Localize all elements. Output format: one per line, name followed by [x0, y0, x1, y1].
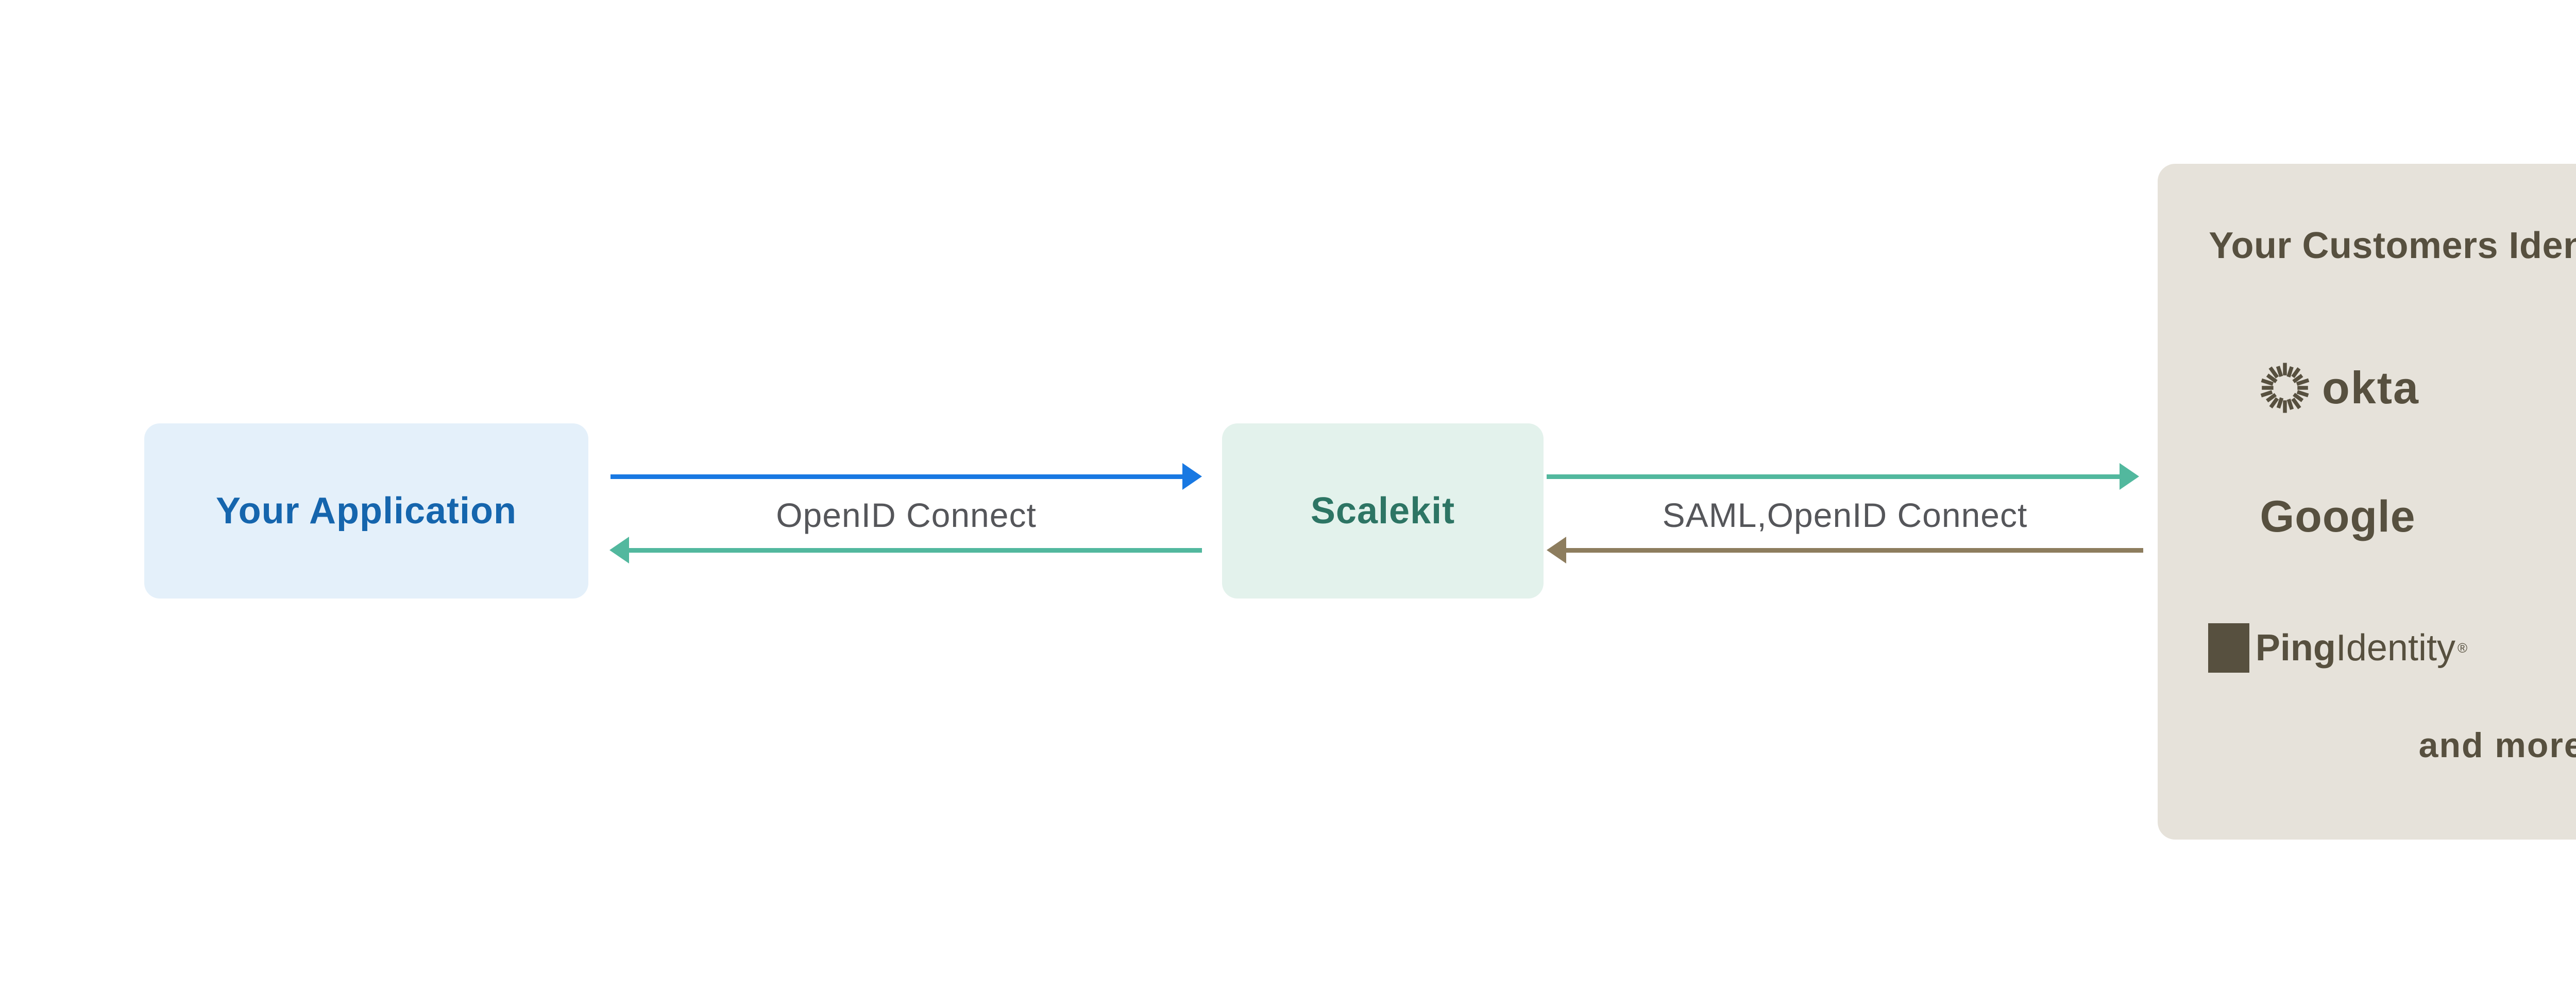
azure-logo: Azure — [2518, 354, 2576, 421]
registered-mark: ® — [2457, 640, 2468, 656]
identity-providers-panel: Your Customers Identity Providers — [2158, 164, 2576, 840]
arrow-scalekit-to-idp — [1547, 463, 2139, 490]
arrow-idp-to-scalekit — [1547, 537, 2143, 563]
okta-logo: okta — [2158, 354, 2518, 421]
okta-label: okta — [2322, 362, 2419, 413]
arrow-shaft — [1566, 548, 2143, 553]
arrow-scalekit-to-app — [609, 537, 1202, 563]
idp-row-1: okta Azure — [2158, 354, 2576, 421]
ping-label-rest: Identity — [2335, 627, 2455, 669]
openid-connect-label: OpenID Connect — [776, 496, 1037, 534]
identity-providers-title: Your Customers Identity Providers — [2209, 225, 2576, 266]
arrow-shaft — [1547, 474, 2120, 479]
ping-square-icon — [2208, 623, 2249, 673]
google-logo: Google — [2158, 483, 2518, 550]
and-more-label: and more... — [2418, 726, 2576, 765]
okta-icon — [2260, 363, 2310, 413]
scalekit-box: Scalekit — [1222, 423, 1544, 599]
arrow-app-to-scalekit — [611, 463, 1202, 490]
jumpcloud-logo: jumpcloud™ — [2518, 614, 2576, 681]
arrow-shaft — [611, 474, 1182, 479]
arrow-shaft — [629, 548, 1202, 553]
scalekit-label: Scalekit — [1310, 490, 1455, 532]
arrowhead-left-icon — [1547, 537, 1566, 563]
idp-row-2: Google onelogin — [2158, 483, 2576, 550]
your-application-box: Your Application — [144, 423, 588, 599]
arrowhead-right-icon — [1182, 463, 1202, 490]
arrowhead-left-icon — [609, 537, 629, 563]
your-application-label: Your Application — [216, 490, 517, 532]
google-label: Google — [2260, 491, 2416, 541]
ping-label-bold: Ping — [2255, 627, 2336, 669]
arrowhead-right-icon — [2120, 463, 2139, 490]
onelogin-logo: onelogin — [2518, 483, 2576, 550]
saml-openid-connect-label: SAML,OpenID Connect — [1662, 496, 2028, 534]
